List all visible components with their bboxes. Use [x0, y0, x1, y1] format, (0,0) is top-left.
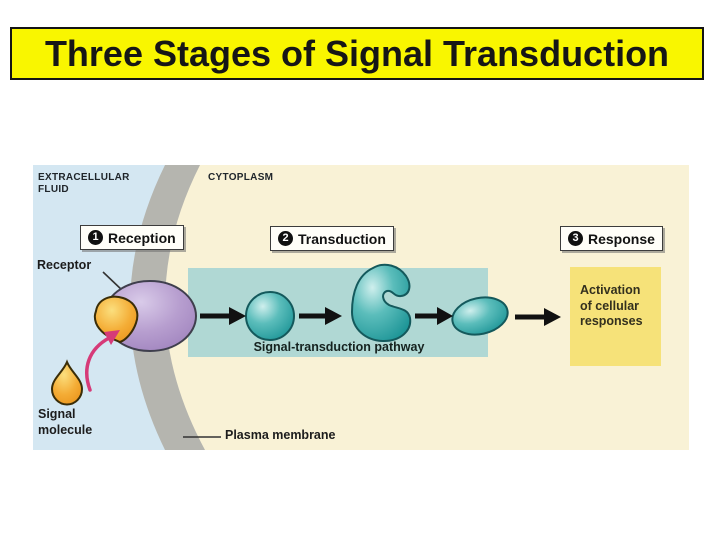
page-title: Three Stages of Signal Transduction [44, 32, 670, 74]
activation-label: Activation of cellular responses [580, 283, 643, 329]
stage-box-transduction: 2 Transduction [270, 226, 394, 251]
signal-molecule-label: Signal molecule [38, 407, 93, 437]
cytoplasm-label: CYTOPLASM [208, 172, 274, 183]
stage-box-reception: 1 Reception [80, 225, 184, 250]
signal-transduction-diagram: EXTRACELLULAR FLUID CYTOPLASM 1 Receptio… [33, 165, 689, 450]
relay-molecule-3 [451, 296, 509, 336]
flow-arrow-3 [415, 307, 453, 325]
plasma-membrane-label: Plasma membrane [225, 428, 336, 442]
flow-arrow-2 [299, 307, 342, 325]
signal-molecule-shape [50, 359, 84, 406]
binding-arrow [85, 336, 111, 392]
flow-arrow-4 [515, 308, 561, 326]
stage-label-reception: Reception [108, 229, 176, 246]
stage-number-2: 2 [278, 231, 293, 246]
stage-number-3: 3 [568, 231, 583, 246]
stage-label-response: Response [588, 230, 655, 247]
activation-box: Activation of cellular responses [570, 267, 661, 366]
title-banner: Three Stages of Signal Transduction [10, 27, 704, 80]
receptor-label: Receptor [37, 258, 92, 272]
relay-molecule-1 [245, 291, 295, 341]
receptor-pointer-line [102, 271, 124, 292]
extracellular-fluid-label: EXTRACELLULAR FLUID [38, 172, 130, 195]
pathway-label: Signal-transduction pathway [253, 340, 425, 354]
flow-arrow-1 [200, 307, 246, 325]
relay-molecule-2 [350, 263, 412, 343]
stage-box-response: 3 Response [560, 226, 663, 251]
bound-signal-molecule-shape [93, 295, 139, 344]
stage-label-transduction: Transduction [298, 230, 386, 247]
binding-arrow-head [104, 330, 120, 345]
stage-number-1: 1 [88, 230, 103, 245]
